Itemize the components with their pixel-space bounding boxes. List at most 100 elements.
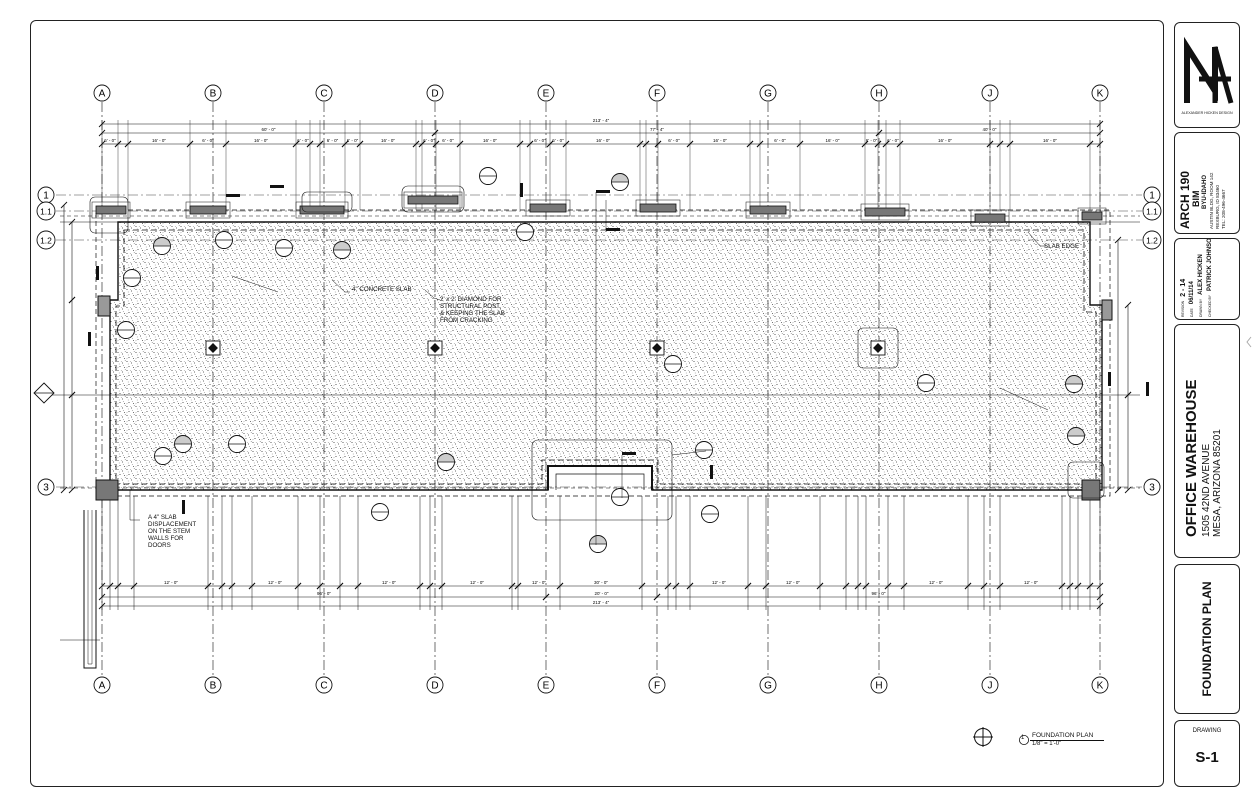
title-block-logo: NA ALEXANDER HICKEN DESIGN xyxy=(1174,22,1240,128)
wall-footing xyxy=(299,205,345,215)
door-footing-callout xyxy=(531,439,673,521)
grid-label-F: F xyxy=(654,89,660,100)
tag-flag xyxy=(1146,382,1149,396)
note-line: & KEEPING THE SLAB xyxy=(440,310,505,317)
grid-label-B: B xyxy=(210,681,217,692)
dim-bottom-segment: 12' - 0" xyxy=(929,580,943,585)
leader-line xyxy=(671,450,707,456)
note-line: ON THE STEM xyxy=(148,528,191,535)
dim-top-segment: 16' - 0" xyxy=(826,138,840,143)
dim-bottom-segment: 12' - 0" xyxy=(1024,580,1038,585)
dimension-tick xyxy=(68,296,76,304)
wall-footing xyxy=(529,203,567,213)
grid-bubble xyxy=(537,84,555,102)
grid-label-F: F xyxy=(654,681,660,692)
wall-footing xyxy=(95,205,127,215)
revision-label: REVISION xyxy=(1181,300,1185,317)
sheet-title: FOUNDATION PLAN xyxy=(1200,581,1214,697)
view-name: FOUNDATION PLAN xyxy=(1032,732,1094,739)
project-name: OFFICE WAREHOUSE xyxy=(1183,379,1200,537)
dim-top-segment: 16' - 0" xyxy=(254,138,268,143)
wall-footing xyxy=(1081,211,1103,221)
footing-outline xyxy=(91,201,131,219)
note-slab-displacement: A 4" SLAB DISPLACEMENT ON THE STEM WALLS… xyxy=(148,514,196,549)
dim-bottom-segment: 12' - 0" xyxy=(712,580,726,585)
grid-bubble xyxy=(870,676,888,694)
grid-label-D: D xyxy=(431,681,438,692)
view-title-underline xyxy=(1030,740,1104,741)
dim-top-segment: 16' - 0" xyxy=(713,138,727,143)
dim-top-segment: 6' - 0" xyxy=(668,138,680,143)
chevron-left-icon[interactable] xyxy=(1244,334,1252,350)
grid-bubble xyxy=(315,84,333,102)
dim-top-left: 60' - 0" xyxy=(262,127,276,132)
dim-bottom-segment: 12' - 0" xyxy=(470,580,484,585)
dim-top-segment: 6' - 0" xyxy=(866,138,878,143)
checked-by-value: PATRICK JOHNSON xyxy=(1207,238,1213,291)
dimension-tick xyxy=(1124,486,1132,494)
wall-footing xyxy=(407,195,459,205)
dimension-tick xyxy=(60,486,68,494)
note-line: STRUCTURAL POST, xyxy=(440,303,501,310)
footing-outline xyxy=(185,201,231,219)
section-marker-fill xyxy=(333,241,351,250)
wall-footing xyxy=(97,295,111,317)
grid-label-1.2: 1.2 xyxy=(40,236,52,246)
section-marker-fill xyxy=(611,173,629,182)
dimension-tick xyxy=(1124,301,1132,309)
grid-bubble xyxy=(981,676,999,694)
dim-bottom-mid: 20' - 0" xyxy=(595,591,609,596)
grid-label-K: K xyxy=(1097,89,1104,100)
dimension-tick xyxy=(653,593,661,601)
dim-top-mid: 77' - 4" xyxy=(650,127,664,132)
dim-top-segment: 6' - 0" xyxy=(774,138,786,143)
dim-top-segment: 16' - 0" xyxy=(938,138,952,143)
grid-bubble xyxy=(93,676,111,694)
dim-top-segment: 16' - 0" xyxy=(152,138,166,143)
grid-label-G: G xyxy=(764,89,772,100)
grid-bubble xyxy=(36,201,56,221)
footing-outline xyxy=(860,203,910,221)
grid-label-E: E xyxy=(543,89,550,100)
title-block-sheet-title: FOUNDATION PLAN xyxy=(1174,564,1240,714)
wall-footing xyxy=(95,479,119,501)
grid-label-C: C xyxy=(320,681,327,692)
dimension-tick xyxy=(1124,391,1132,399)
grid-bubble xyxy=(648,84,666,102)
grid-bubble xyxy=(759,84,777,102)
dimension-tick xyxy=(875,129,883,137)
note-line: WALLS FOR xyxy=(148,535,184,542)
dim-top-segment: 6' - 0" xyxy=(297,138,309,143)
dim-top-segment: 6' - 0" xyxy=(347,138,359,143)
grid-label-J: J xyxy=(988,681,993,692)
footing-outline xyxy=(745,201,791,219)
stem-wall-line xyxy=(115,229,1097,485)
grid-label-1.2: 1.2 xyxy=(1146,236,1158,246)
note-line: DISPLACEMENT xyxy=(148,521,197,528)
dim-bottom-segment: 12' - 0" xyxy=(164,580,178,585)
title-block-project: OFFICE WAREHOUSE 1505 42ND AVENUE MESA, … xyxy=(1174,324,1240,558)
dimension-tick xyxy=(68,486,76,494)
note-line: A 4" SLAB xyxy=(148,514,177,521)
dim-bottom-left: 96' - 0" xyxy=(317,591,331,596)
firm-logo-icon xyxy=(1184,36,1234,104)
dimension-tick xyxy=(1114,486,1122,494)
grid-bubble xyxy=(537,676,555,694)
grid-bubble xyxy=(36,230,56,250)
footing-outline xyxy=(403,191,463,209)
course-number: ARCH 190 xyxy=(1178,170,1192,229)
post-diamond xyxy=(430,343,440,353)
note-line: 2' x 2' DIAMOND FOR xyxy=(440,296,502,303)
section-marker-fill xyxy=(174,435,192,444)
revision-value: 2 - 14 xyxy=(1180,278,1187,297)
grid-label-H: H xyxy=(875,89,882,100)
logo-caption: ALEXANDER HICKEN DESIGN xyxy=(1181,111,1233,115)
grid-label-A: A xyxy=(99,89,106,100)
grid-label-3: 3 xyxy=(43,483,49,494)
grid-bubble xyxy=(1142,201,1162,221)
grid-bubble xyxy=(1091,676,1109,694)
footing-outline xyxy=(970,209,1010,227)
checked-by-label: CHECKED BY xyxy=(1208,294,1212,317)
tag-flag xyxy=(596,190,610,193)
